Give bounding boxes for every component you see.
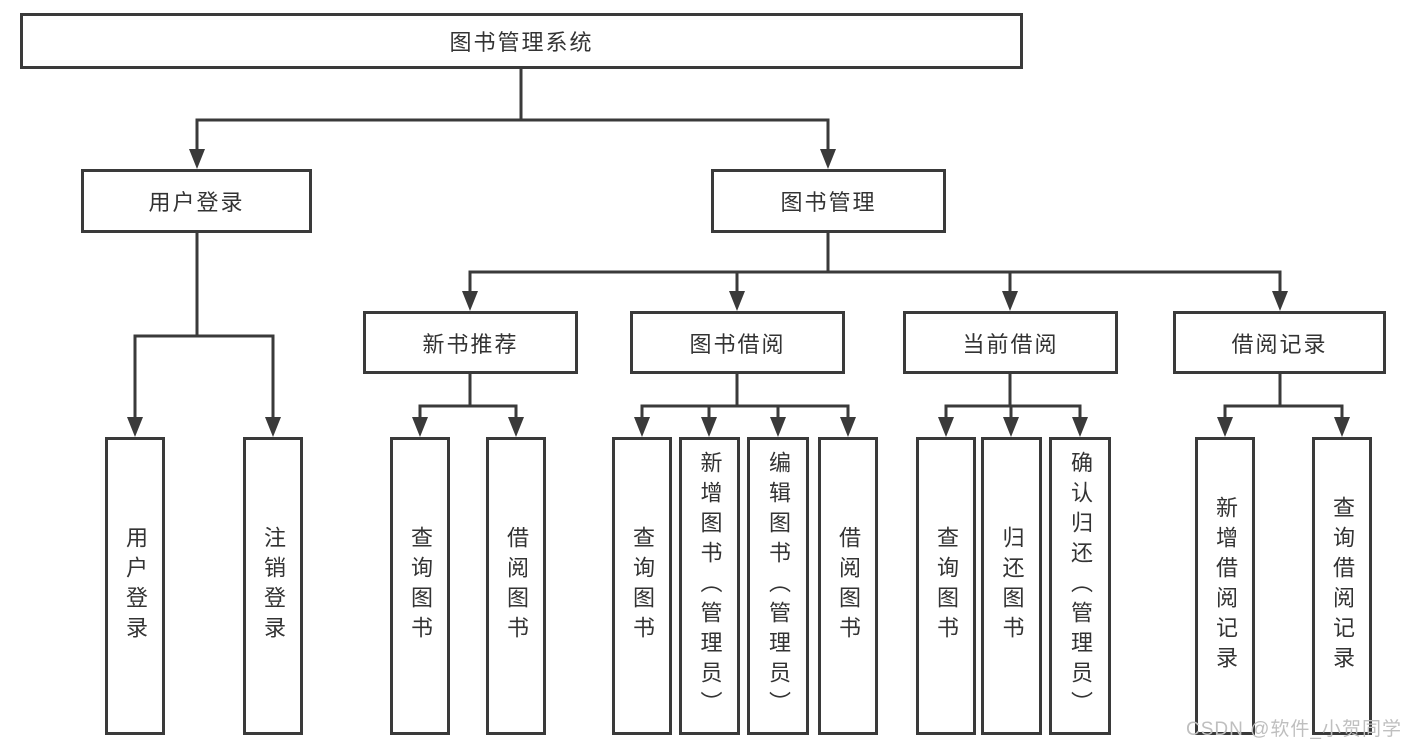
node-borrow-records: 借阅记录 <box>1173 311 1386 374</box>
arrowhead-icon <box>729 291 745 311</box>
leaf-query-books-recommend: 查询图书 <box>390 437 450 735</box>
node-label: 确认归还（管理员） <box>1068 451 1093 721</box>
node-label: 查询借阅记录 <box>1330 496 1355 676</box>
leaf-query-books-current: 查询图书 <box>916 437 976 735</box>
node-current-borrowing: 当前借阅 <box>903 311 1118 374</box>
node-label: 新增借阅记录 <box>1213 496 1238 676</box>
node-label: 图书借阅 <box>689 331 786 357</box>
node-label: 新书推荐 <box>422 331 519 357</box>
node-label: 归还图书 <box>999 526 1025 646</box>
arrowhead-icon <box>508 417 524 437</box>
node-label: 图书管理 <box>780 190 877 215</box>
arrowhead-icon <box>634 417 650 437</box>
node-book-management: 图书管理 <box>711 169 946 233</box>
node-label: 借阅记录 <box>1231 331 1328 357</box>
arrowhead-icon <box>1003 417 1019 437</box>
arrowhead-icon <box>127 417 143 437</box>
leaf-logout: 注销登录 <box>243 437 303 735</box>
node-label: 当前借阅 <box>962 331 1059 357</box>
arrowhead-icon <box>462 291 478 311</box>
node-label: 编辑图书（管理员） <box>766 451 791 721</box>
arrowhead-icon <box>265 417 281 437</box>
node-label: 图书管理系统 <box>449 30 594 55</box>
node-label: 查询图书 <box>934 526 959 646</box>
node-label: 借阅图书 <box>504 526 529 646</box>
arrowhead-icon <box>840 417 856 437</box>
leaf-confirm-return-admin: 确认归还（管理员） <box>1049 437 1111 735</box>
arrowhead-icon <box>412 417 428 437</box>
leaf-add-books-admin: 新增图书（管理员） <box>679 437 740 735</box>
leaf-user-login: 用户登录 <box>105 437 165 735</box>
node-label: 新增图书（管理员） <box>697 451 723 721</box>
arrowhead-icon <box>770 417 786 437</box>
node-book-borrowing: 图书借阅 <box>630 311 845 374</box>
leaf-add-borrow-record: 新增借阅记录 <box>1195 437 1255 735</box>
arrowhead-icon <box>1334 417 1350 437</box>
arrowhead-icon <box>1272 291 1288 311</box>
node-label: 借阅图书 <box>836 526 861 646</box>
csdn-watermark: CSDN @软件_小贺同学 <box>1186 719 1402 740</box>
arrowhead-icon <box>1002 291 1018 311</box>
leaf-borrow-books-recommend: 借阅图书 <box>486 437 546 735</box>
leaf-edit-books-admin: 编辑图书（管理员） <box>747 437 809 735</box>
node-label: 用户登录 <box>148 190 245 215</box>
node-new-book-recommend: 新书推荐 <box>363 311 578 374</box>
arrowhead-icon <box>1072 417 1088 437</box>
node-label: 注销登录 <box>261 526 286 646</box>
arrowhead-icon <box>820 149 836 169</box>
arrowhead-icon <box>189 149 205 169</box>
leaf-query-books-borrowing: 查询图书 <box>612 437 672 735</box>
leaf-borrow-books: 借阅图书 <box>818 437 878 735</box>
arrowhead-icon <box>701 417 717 437</box>
node-user-login: 用户登录 <box>81 169 312 233</box>
node-label: 查询图书 <box>408 526 433 646</box>
arrowhead-icon <box>1217 417 1233 437</box>
node-label: 用户登录 <box>123 526 148 646</box>
arrowhead-icon <box>938 417 954 437</box>
node-label: 查询图书 <box>630 526 655 646</box>
leaf-return-books: 归还图书 <box>981 437 1042 735</box>
leaf-query-borrow-record: 查询借阅记录 <box>1312 437 1372 735</box>
node-system-root: 图书管理系统 <box>20 13 1023 69</box>
